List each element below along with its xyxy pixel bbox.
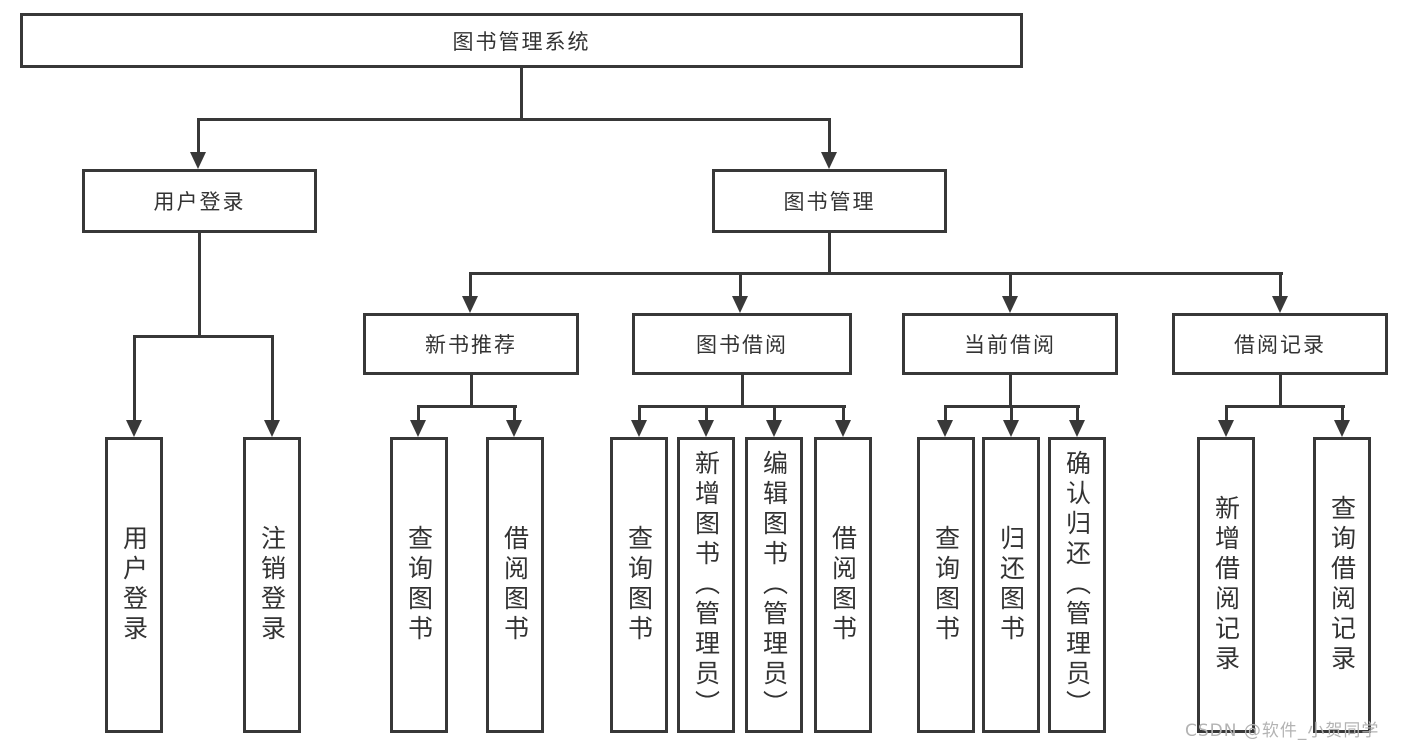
connector-line [828, 118, 831, 153]
connector-line [944, 405, 947, 421]
connector-line [828, 233, 831, 272]
connector-line [741, 375, 744, 405]
connector-line [417, 405, 420, 421]
arrow-down-icon [698, 420, 714, 437]
connector-line [520, 68, 523, 118]
connector-line [417, 405, 517, 408]
connector-line [739, 272, 742, 297]
connector-line [705, 405, 708, 421]
node-current-borrowing: 当前借阅 [902, 313, 1118, 375]
connector-line [197, 118, 831, 121]
node-borrowing-records: 借阅记录 [1172, 313, 1388, 375]
arrow-down-icon [766, 420, 782, 437]
connector-line [1009, 272, 1012, 297]
arrow-down-icon [1003, 420, 1019, 437]
arrow-down-icon [462, 296, 478, 313]
leaf-query-borrow-record: 查询借阅记录 [1313, 437, 1371, 733]
leaf-return-book: 归还图书 [982, 437, 1040, 733]
connector-line [773, 405, 776, 421]
connector-line [1225, 405, 1345, 408]
arrow-down-icon [937, 420, 953, 437]
leaf-user-login: 用户登录 [105, 437, 163, 733]
arrow-down-icon [1334, 420, 1350, 437]
connector-line [197, 118, 200, 153]
connector-line [1279, 272, 1282, 297]
node-new-book-recommendation: 新书推荐 [363, 313, 579, 375]
arrow-down-icon [1069, 420, 1085, 437]
arrow-down-icon [1002, 296, 1018, 313]
leaf-add-borrow-record: 新增借阅记录 [1197, 437, 1255, 733]
connector-line [1225, 405, 1228, 421]
connector-line [133, 335, 274, 338]
connector-line [1009, 375, 1012, 405]
arrow-down-icon [631, 420, 647, 437]
connector-line [638, 405, 846, 408]
connector-line [842, 405, 845, 421]
leaf-add-book-admin: 新增图书（管理员） [677, 437, 735, 733]
connector-line [1341, 405, 1344, 421]
arrow-down-icon [506, 420, 522, 437]
connector-line [470, 375, 473, 405]
arrow-down-icon [126, 420, 142, 437]
connector-line [271, 335, 274, 421]
arrow-down-icon [1218, 420, 1234, 437]
arrow-down-icon [835, 420, 851, 437]
connector-line [1076, 405, 1079, 421]
arrow-down-icon [821, 152, 837, 169]
leaf-confirm-return-admin: 确认归还（管理员） [1048, 437, 1106, 733]
connector-line [638, 405, 641, 421]
connector-line [1010, 405, 1013, 421]
node-book-management: 图书管理 [712, 169, 947, 233]
connector-line [513, 405, 516, 421]
leaf-query-books-borrowing: 查询图书 [610, 437, 668, 733]
connector-line [1279, 375, 1282, 405]
leaf-edit-book-admin: 编辑图书（管理员） [745, 437, 803, 733]
arrow-down-icon [732, 296, 748, 313]
leaf-logout-login: 注销登录 [243, 437, 301, 733]
leaf-borrow-books-borrowing: 借阅图书 [814, 437, 872, 733]
node-user-login: 用户登录 [82, 169, 317, 233]
leaf-borrow-books-recommend: 借阅图书 [486, 437, 544, 733]
arrow-down-icon [410, 420, 426, 437]
connector-line [133, 335, 136, 421]
leaf-query-books-current: 查询图书 [917, 437, 975, 733]
arrow-down-icon [1272, 296, 1288, 313]
node-library-management-system: 图书管理系统 [20, 13, 1023, 68]
node-book-borrowing: 图书借阅 [632, 313, 852, 375]
connector-line [469, 272, 1283, 275]
connector-line [469, 272, 472, 297]
leaf-query-books-recommend: 查询图书 [390, 437, 448, 733]
arrow-down-icon [264, 420, 280, 437]
arrow-down-icon [190, 152, 206, 169]
connector-line [198, 233, 201, 335]
csdn-watermark: CSDN @软件_小贺同学 [1185, 721, 1380, 741]
